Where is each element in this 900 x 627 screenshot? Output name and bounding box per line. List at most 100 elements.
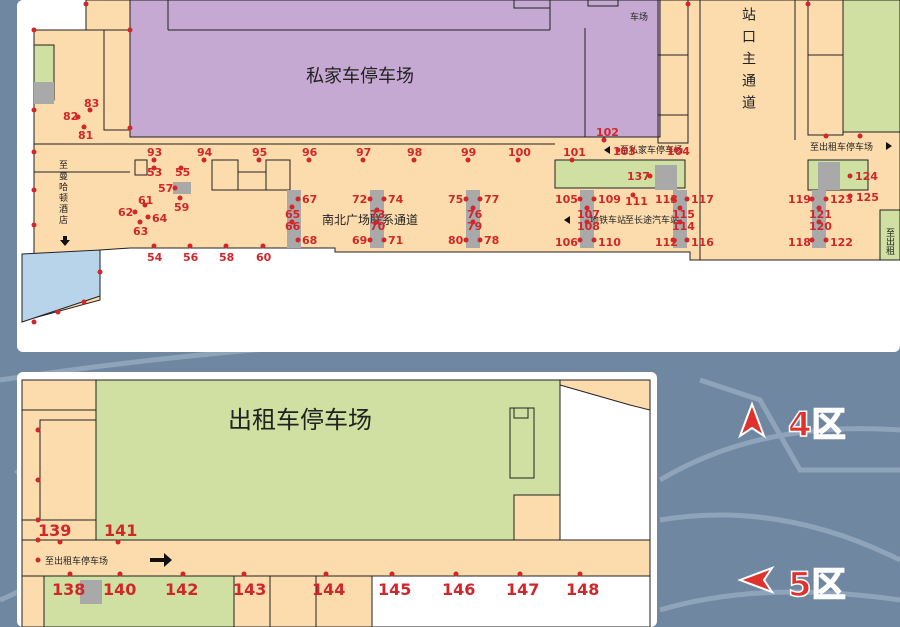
marker-58[interactable]: 58 (219, 243, 234, 265)
svg-text:65: 65 (285, 208, 300, 221)
marker-101[interactable]: 101 (563, 146, 586, 163)
svg-text:55: 55 (175, 166, 190, 179)
marker-109[interactable]: 109 (591, 193, 621, 206)
svg-text:70: 70 (370, 220, 386, 233)
marker-119[interactable]: 119 (788, 193, 815, 206)
marker-80[interactable]: 80 (448, 234, 469, 247)
marker-100[interactable]: 100 (508, 146, 531, 163)
marker-72[interactable]: 72 (352, 193, 373, 206)
zone-5-label[interactable]: 5区 (737, 564, 846, 606)
marker-94[interactable]: 94 (197, 146, 213, 163)
to-bus-label: 至长途汽车站 (625, 214, 679, 226)
marker-107[interactable]: 107 (577, 205, 600, 222)
marker-117[interactable]: 117 (684, 193, 714, 206)
marker-144[interactable]: 144 (312, 571, 345, 600)
marker-120[interactable]: 120 (809, 219, 832, 234)
marker-62[interactable]: 62 (118, 206, 138, 219)
marker-65[interactable]: 65 (285, 204, 300, 222)
marker-56[interactable]: 56 (183, 243, 199, 265)
marker-122[interactable]: 122 (823, 236, 853, 249)
svg-text:93: 93 (147, 146, 162, 159)
marker-69[interactable]: 69 (352, 234, 373, 247)
marker-139[interactable]: 139 (38, 521, 71, 545)
marker-115[interactable]: 115 (672, 205, 695, 222)
marker-113[interactable]: 113 (655, 193, 678, 206)
marker-83[interactable]: 83 (84, 97, 99, 113)
marker-108[interactable]: 108 (577, 219, 600, 234)
marker-112[interactable]: 112 (655, 236, 678, 249)
marker-106[interactable]: 106 (555, 236, 583, 249)
hotel-direction-label: 至曼哈顿酒店 (57, 160, 68, 226)
marker-121[interactable]: 121 (809, 205, 832, 222)
marker-71[interactable]: 71 (381, 234, 404, 247)
marker-118[interactable]: 118 (788, 236, 815, 249)
marker-137[interactable]: 137 (627, 170, 653, 183)
marker-93[interactable]: 93 (147, 146, 162, 163)
svg-text:123: 123 (830, 193, 853, 206)
marker-73[interactable]: 73 (370, 207, 385, 222)
marker-147[interactable]: 147 (506, 571, 539, 600)
svg-text:106: 106 (555, 236, 578, 249)
marker-81[interactable]: 81 (78, 124, 93, 143)
svg-text:120: 120 (809, 220, 832, 233)
marker-95[interactable]: 95 (252, 146, 267, 163)
marker-79[interactable]: 79 (467, 219, 482, 234)
marker-96[interactable]: 96 (302, 146, 318, 163)
marker-77[interactable]: 77 (477, 193, 500, 206)
marker-59[interactable]: 59 (174, 195, 189, 215)
marker-74[interactable]: 74 (381, 193, 404, 206)
marker-61[interactable]: 61 (138, 194, 153, 208)
marker-146[interactable]: 146 (442, 571, 475, 600)
marker-82[interactable]: 82 (63, 110, 81, 123)
marker-54[interactable]: 54 (147, 243, 163, 265)
svg-text:145: 145 (378, 580, 411, 599)
stairs-right (818, 162, 840, 190)
svg-text:68: 68 (302, 234, 317, 247)
marker-104[interactable]: 104 (667, 145, 690, 158)
svg-text:57: 57 (158, 182, 173, 195)
svg-text:119: 119 (788, 193, 811, 206)
marker-98[interactable]: 98 (407, 146, 422, 163)
marker-125[interactable]: 125 (847, 191, 879, 204)
marker-103[interactable]: 103 (613, 145, 636, 158)
marker-148[interactable]: 148 (566, 571, 599, 600)
marker-66[interactable]: 66 (285, 219, 301, 234)
marker-99[interactable]: 99 (461, 146, 476, 163)
marker-63[interactable]: 63 (133, 219, 148, 239)
marker-53[interactable]: 53 (147, 165, 162, 180)
marker-67[interactable]: 67 (295, 193, 318, 206)
marker-142[interactable]: 142 (165, 571, 198, 600)
marker-116[interactable]: 116 (684, 236, 715, 249)
marker-138[interactable]: 138 (52, 571, 85, 600)
marker-97[interactable]: 97 (356, 146, 371, 163)
marker-70[interactable]: 70 (370, 219, 386, 234)
svg-text:53: 53 (147, 166, 162, 179)
marker-111[interactable]: 111 (625, 192, 648, 209)
marker-68[interactable]: 68 (295, 234, 318, 247)
marker-102[interactable]: 102 (596, 126, 619, 143)
zone-4-label[interactable]: 4区 (737, 401, 846, 446)
marker-114[interactable]: 114 (672, 219, 695, 234)
marker-140[interactable]: 140 (103, 571, 136, 600)
private-parking-label: 私家车停车场 (306, 66, 414, 87)
marker-141[interactable]: 141 (104, 521, 137, 545)
marker-76[interactable]: 76 (467, 205, 483, 222)
svg-text:118: 118 (788, 236, 811, 249)
svg-text:61: 61 (138, 194, 153, 207)
svg-text:124: 124 (855, 170, 878, 183)
marker-60[interactable]: 60 (256, 243, 272, 265)
marker-143[interactable]: 143 (233, 571, 266, 600)
svg-text:148: 148 (566, 580, 599, 599)
marker-124[interactable]: 124 (847, 170, 879, 183)
marker-57[interactable]: 57 (158, 182, 178, 195)
svg-text:113: 113 (655, 193, 678, 206)
marker-110[interactable]: 110 (591, 236, 622, 249)
marker-123[interactable]: 123 (823, 193, 853, 206)
marker-75[interactable]: 75 (448, 193, 469, 206)
marker-145[interactable]: 145 (378, 571, 411, 600)
marker-105[interactable]: 105 (555, 193, 583, 206)
svg-text:82: 82 (63, 110, 78, 123)
marker-78[interactable]: 78 (477, 234, 500, 247)
marker-55[interactable]: 55 (175, 165, 190, 180)
marker-64[interactable]: 64 (145, 212, 168, 225)
